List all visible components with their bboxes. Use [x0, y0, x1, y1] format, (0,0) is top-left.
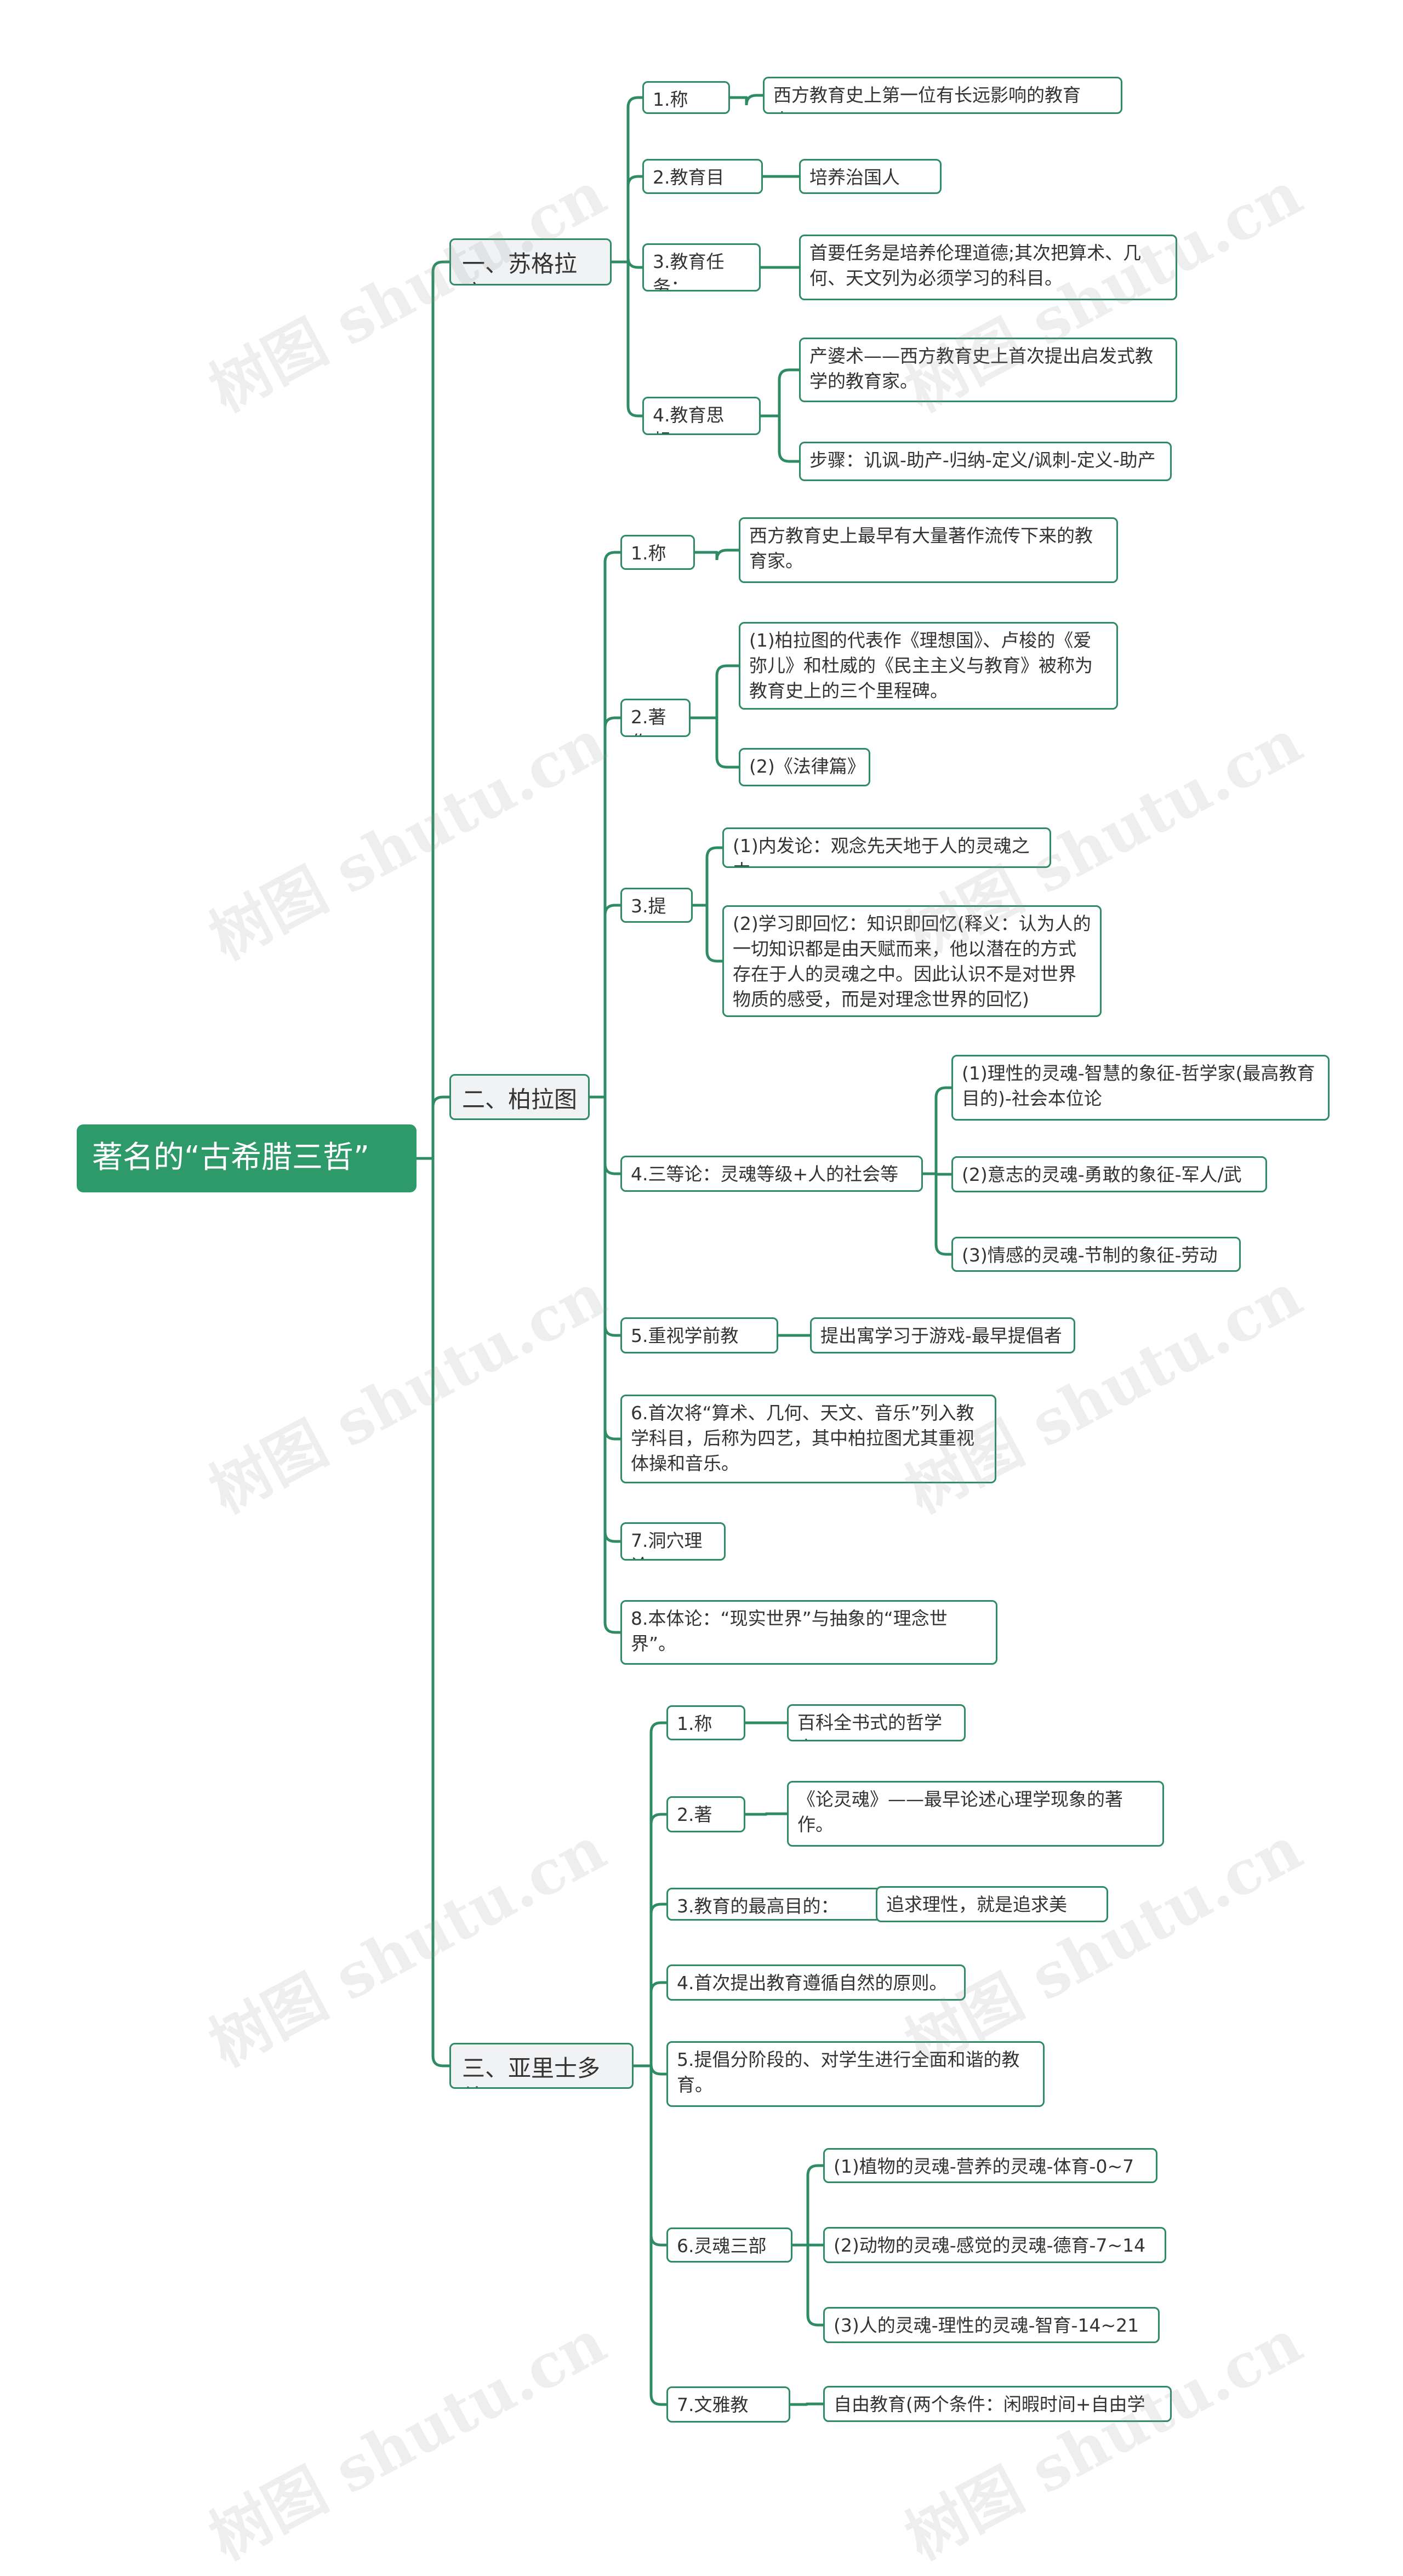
aristotle-title-detail[interactable]: 百科全书式的哲学家 [787, 1704, 966, 1741]
aristotle-soul-animal[interactable]: (2)动物的灵魂-感觉的灵魂-德育-7~14岁 [823, 2227, 1166, 2263]
connector-link [778, 414, 801, 463]
connector-link [705, 904, 724, 963]
watermark: 树图 shutu.cn [198, 1259, 617, 1527]
root-connector-link [431, 1157, 451, 2067]
watermark: 树图 shutu.cn [894, 1259, 1313, 1527]
aristotle-item-works[interactable]: 2.著作： [666, 1796, 745, 1832]
socrates-task-detail[interactable]: 首要任务是培养伦理道德;其次把算术、几何、天文列为必须学习的科目。 [799, 235, 1177, 300]
aristotle-connector-link [649, 1813, 668, 2067]
connector-link [806, 2164, 825, 2247]
connector-link [715, 549, 740, 561]
topic-plato[interactable]: 二、柏拉图 [449, 1074, 590, 1120]
plato-item-works[interactable]: 2.著作： [620, 699, 691, 737]
socrates-connector-link [626, 175, 644, 264]
plato-class-spirited[interactable]: (2)意志的灵魂-勇敢的象征-军人/武士 [951, 1156, 1267, 1192]
aristotle-item-liberal[interactable]: 7.文雅教育： [666, 2386, 790, 2423]
connector-link [715, 716, 740, 769]
plato-item-ontology[interactable]: 8.本体论：“现实世界”与抽象的“理念世界”。 [620, 1600, 997, 1665]
plato-connector-link [603, 1095, 622, 1543]
aristotle-connector-link [649, 1981, 668, 2067]
plato-item-proposed[interactable]: 3.提出 [620, 888, 693, 923]
plato-class-rational[interactable]: (1)理性的灵魂-智慧的象征-哲学家(最高教育目的)-社会本位论 [951, 1055, 1330, 1121]
aristotle-item-stages[interactable]: 5.提倡分阶段的、对学生进行全面和谐的教育。 [666, 2041, 1045, 2107]
plato-item-cave[interactable]: 7.洞穴理论 [620, 1522, 726, 1561]
plato-connector-link [603, 904, 622, 1099]
socrates-connector-link [626, 257, 644, 269]
plato-works-milestones[interactable]: (1)柏拉图的代表作《理想国》、卢梭的《爱弥儿》和杜威的《民主主义与教育》被称为… [739, 622, 1118, 710]
watermark: 树图 shutu.cn [198, 706, 617, 973]
plato-item-three-classes[interactable]: 4.三等论：灵魂等级+人的社会等级 [620, 1156, 923, 1192]
aristotle-highest-goal-detail[interactable]: 追求理性，就是追求美德。 [876, 1886, 1108, 1922]
socrates-item-goal[interactable]: 2.教育目的： [642, 159, 763, 194]
socrates-goal-detail[interactable]: 培养治国人才。 [799, 159, 942, 194]
plato-class-appetitive[interactable]: (3)情感的灵魂-节制的象征-劳动者 [951, 1237, 1241, 1272]
topic-aristotle[interactable]: 三、亚里士多德 [449, 2043, 634, 2089]
plato-connector-link [603, 716, 622, 1099]
aristotle-item-highest-goal[interactable]: 3.教育的最高目的： [666, 1888, 881, 1921]
plato-title-detail[interactable]: 西方教育史上最早有大量著作流传下来的教育家。 [739, 517, 1118, 583]
aristotle-item-soul-parts[interactable]: 6.灵魂三部分 [666, 2227, 792, 2263]
plato-works-laws[interactable]: (2)《法律篇》 [739, 748, 870, 786]
plato-proposed-innate[interactable]: (1)内发论：观念先天地于人的灵魂之中 [722, 827, 1051, 868]
root-topic[interactable]: 著名的“古希腊三哲” [77, 1124, 417, 1192]
socrates-thought-steps[interactable]: 步骤：讥讽-助产-归纳-定义/讽刺-定义-助产 [799, 442, 1172, 481]
aristotle-works-detail[interactable]: 《论灵魂》——最早论述心理学现象的著作。 [787, 1781, 1164, 1847]
connector-link [806, 2243, 825, 2327]
socrates-title-detail[interactable]: 西方教育史上第一位有长远影响的教育家。 [763, 77, 1122, 114]
connector-link [778, 368, 801, 418]
mind-map-canvas: 著名的“古希腊三哲” 一、苏格拉底 1.称号： 西方教育史上第一位有长远影响的教… [77, 77, 1330, 2573]
socrates-item-task[interactable]: 3.教育任务： [642, 243, 761, 292]
connector-link [934, 1086, 953, 1175]
aristotle-connector-link [649, 2064, 668, 2406]
aristotle-connector-link [649, 1903, 668, 2067]
plato-connector-link [603, 1095, 622, 1175]
plato-item-preschool[interactable]: 5.重视学前教育： [620, 1317, 778, 1353]
plato-connector-link [603, 1095, 622, 1441]
plato-connector-link [603, 1095, 622, 1337]
plato-proposed-recollection[interactable]: (2)学习即回忆：知识即回忆(释义：认为人的一切知识都是由天赋而来，他以潜在的方… [722, 905, 1102, 1017]
connector-link [934, 1172, 953, 1256]
connector-link [715, 664, 740, 719]
aristotle-soul-rational[interactable]: (3)人的灵魂-理性的灵魂-智育-14~21岁 [823, 2307, 1160, 2343]
plato-item-title[interactable]: 1.称号： [620, 535, 695, 570]
socrates-thought-maieutics[interactable]: 产婆术——西方教育史上首次提出启发式教学的教育家。 [799, 338, 1177, 402]
aristotle-connector-link [649, 2064, 668, 2076]
plato-item-four-arts[interactable]: 6.首次将“算术、几何、天文、音乐”列入教学科目，后称为四艺，其中柏拉图尤其重视… [620, 1395, 996, 1483]
aristotle-connector-link [649, 1721, 668, 2067]
plato-preschool-detail[interactable]: 提出寓学习于游戏-最早提倡者 [810, 1317, 1075, 1353]
aristotle-item-nature[interactable]: 4.首次提出教育遵循自然的原则。 [666, 1964, 966, 2001]
plato-connector-link [603, 551, 622, 1099]
aristotle-connector-link [649, 2064, 668, 2247]
watermark: 树图 shutu.cn [198, 158, 617, 425]
topic-socrates[interactable]: 一、苏格拉底 [449, 238, 612, 285]
connector-link [705, 846, 724, 907]
watermark: 树图 shutu.cn [198, 1813, 617, 2080]
socrates-item-title[interactable]: 1.称号： [642, 81, 730, 114]
aristotle-soul-vegetative[interactable]: (1)植物的灵魂-营养的灵魂-体育-0~7岁 [823, 2148, 1157, 2183]
plato-connector-link [603, 1095, 622, 1634]
aristotle-item-title[interactable]: 1.称号： [666, 1705, 745, 1740]
root-connector-link [431, 1095, 451, 1160]
socrates-connector-link [626, 96, 644, 264]
socrates-item-thought[interactable]: 4.教育思想： [642, 397, 761, 435]
root-connector-link [431, 260, 451, 1160]
watermark: 树图 shutu.cn [198, 2306, 617, 2573]
socrates-connector-link [626, 260, 644, 418]
connector-link [745, 94, 765, 106]
aristotle-liberal-detail[interactable]: 自由教育(两个条件：闲暇时间+自由学科) [823, 2386, 1172, 2422]
